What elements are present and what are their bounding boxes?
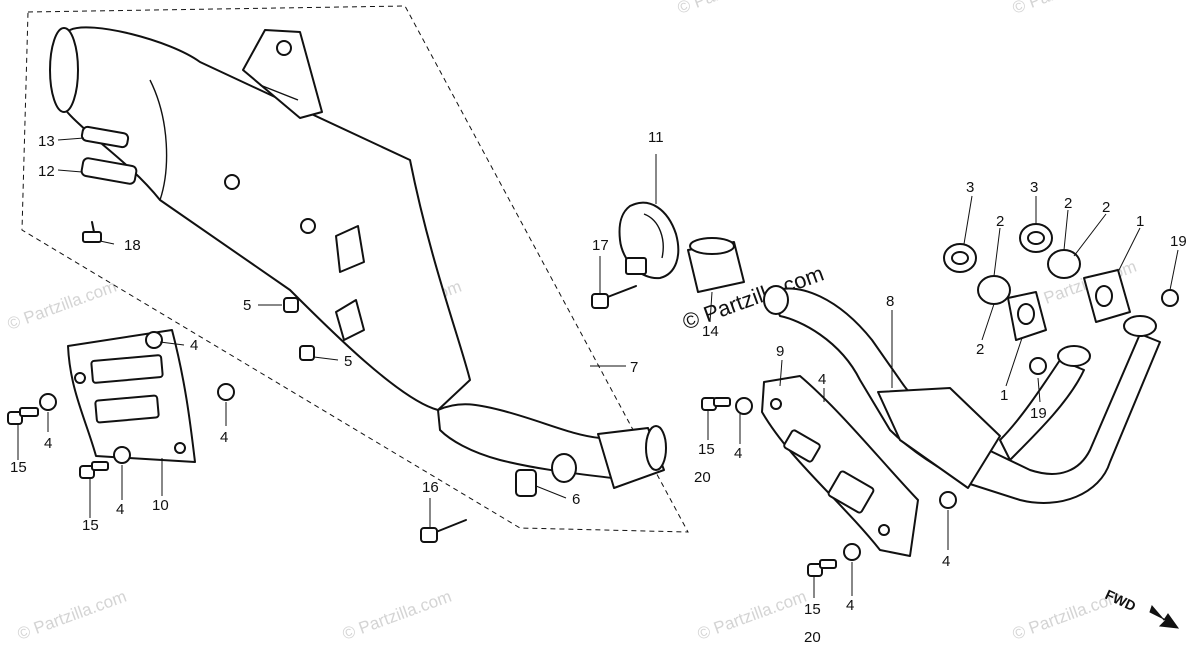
callout-10: 10 — [152, 497, 169, 514]
callout-8: 8 — [886, 293, 894, 310]
nut-19 — [1161, 289, 1179, 307]
muffler-boss — [300, 218, 316, 234]
washer-4 — [145, 331, 163, 349]
callout-11: 11 — [648, 129, 664, 146]
pipe-collar-14 — [687, 237, 745, 293]
washer-4 — [217, 383, 235, 401]
callout-4h: 4 — [846, 597, 854, 614]
muffler — [49, 26, 667, 489]
watermark-2: © Partzilla.com — [340, 587, 454, 644]
callout-9: 9 — [776, 343, 784, 360]
callout-3b: 3 — [1030, 179, 1038, 196]
callout-4a: 4 — [190, 337, 198, 354]
rubber-mount-6 — [515, 469, 537, 497]
pipe-heat-shield-band — [877, 387, 1001, 489]
leader-lines — [17, 137, 1179, 598]
bolt-16 — [420, 519, 467, 543]
rubber-collar-5a — [283, 297, 299, 313]
muffler-clip — [335, 225, 365, 273]
muffler-tailpipe — [437, 403, 613, 479]
watermark-3: © Partzilla.com — [15, 587, 129, 644]
callout-20b: 20 — [804, 629, 821, 646]
rear-heat-guard — [67, 329, 196, 463]
callout-20a: 20 — [694, 469, 711, 486]
muffler-mount-bracket — [242, 29, 323, 119]
washer-4 — [939, 491, 957, 509]
callout-15d: 15 — [804, 601, 821, 618]
callout-1a: 1 — [1136, 213, 1144, 230]
bolt-17 — [591, 285, 637, 309]
muffler-group-outline — [21, 5, 689, 533]
plate-13 — [80, 125, 130, 149]
watermark-9: © Partzilla.com — [1010, 0, 1124, 18]
callout-5b: 5 — [344, 353, 352, 370]
callout-18: 18 — [124, 237, 141, 254]
washer-4 — [113, 446, 131, 464]
callout-4e: 4 — [734, 445, 742, 462]
callout-4c: 4 — [220, 429, 228, 446]
nut-19 — [1029, 357, 1047, 375]
washer-4 — [843, 543, 861, 561]
bolt-15b — [79, 461, 109, 479]
callout-19b: 19 — [1170, 233, 1187, 250]
muffler-inlet-end — [49, 27, 79, 113]
washer-4 — [735, 397, 753, 415]
callout-19a: 19 — [1030, 405, 1047, 422]
callout-2a: 2 — [996, 213, 1004, 230]
callout-1b: 1 — [1000, 387, 1008, 404]
muffler-clip — [335, 299, 365, 341]
flange-gaskets — [943, 223, 1179, 375]
bolt-18 — [82, 221, 102, 243]
washer-4 — [39, 393, 57, 411]
front-heat-guard — [761, 375, 919, 557]
callout-2c: 2 — [1102, 199, 1110, 216]
callout-2d: 2 — [976, 341, 984, 358]
callout-12: 12 — [38, 163, 55, 180]
watermark-4: © Partzilla.com — [695, 587, 809, 644]
bolt-15d — [807, 559, 837, 577]
rubber-collar-5b — [299, 345, 315, 361]
callout-15c: 15 — [698, 441, 715, 458]
callout-13: 13 — [38, 133, 55, 150]
watermark-1: © Partzilla.com — [5, 277, 119, 334]
callout-5a: 5 — [243, 297, 251, 314]
callout-16: 16 — [422, 479, 439, 496]
callout-14: 14 — [702, 323, 719, 340]
callout-numbers: 13 12 18 5 5 4 4 4 4 15 15 10 16 6 7 11 … — [10, 129, 1187, 646]
callout-6: 6 — [572, 491, 580, 508]
callout-17: 17 — [592, 237, 609, 254]
bolt-15a — [7, 407, 39, 425]
watermark-8: © Partzilla.com — [675, 0, 789, 18]
callout-7: 7 — [630, 359, 638, 376]
exhaust-pipe-8 — [763, 285, 1161, 504]
callout-15a: 15 — [10, 459, 27, 476]
callout-4d: 4 — [116, 501, 124, 518]
bolt-15c — [701, 397, 731, 411]
exhaust-clamp-11 — [618, 201, 680, 280]
joint-2 — [977, 275, 1011, 305]
callout-2b: 2 — [1064, 195, 1072, 212]
callout-4g: 4 — [942, 553, 950, 570]
callout-3a: 3 — [966, 179, 974, 196]
callout-4b: 4 — [44, 435, 52, 452]
fwd-arrow-icon — [1149, 605, 1180, 629]
callout-4f: 4 — [818, 371, 826, 388]
muffler-boss — [224, 174, 240, 190]
callout-15b: 15 — [82, 517, 99, 534]
plate-12 — [80, 157, 138, 185]
